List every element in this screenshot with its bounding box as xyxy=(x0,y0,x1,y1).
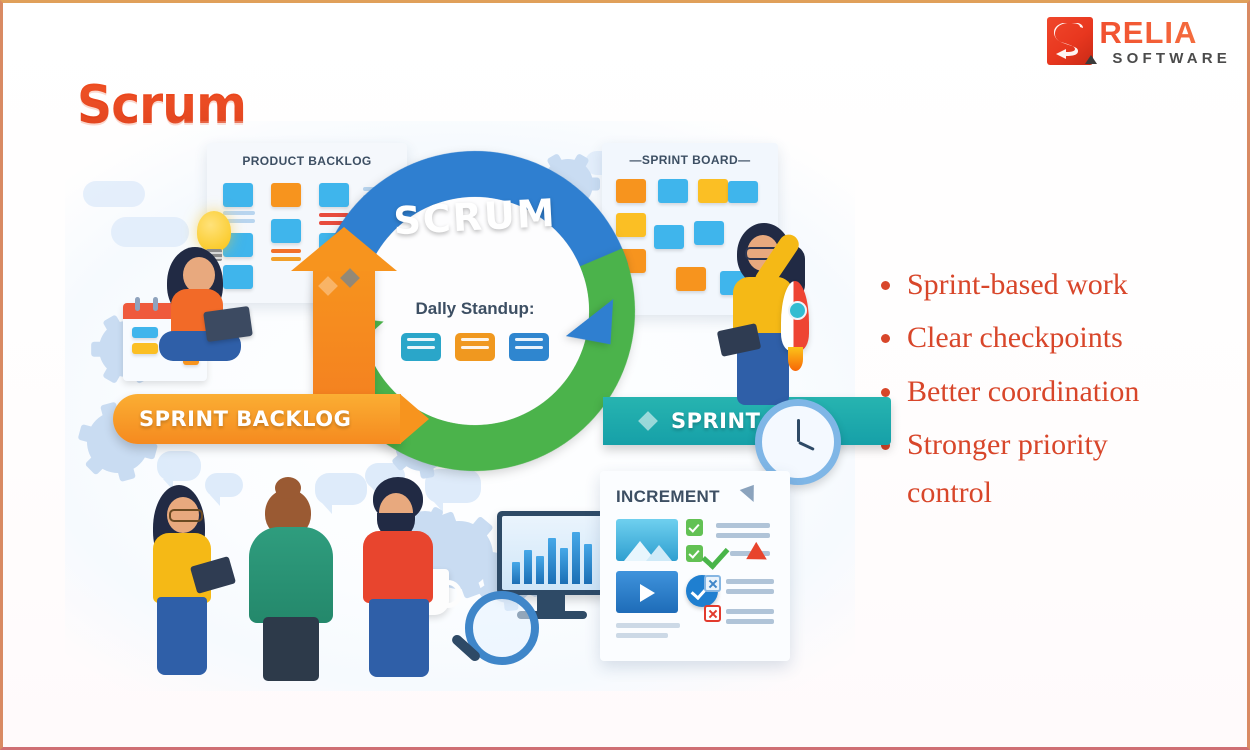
team-member-red-shirt xyxy=(351,473,451,679)
chat-bubble-icon xyxy=(509,333,549,361)
sprint-banner: SPRINT xyxy=(603,397,891,445)
image-thumbnail xyxy=(616,519,678,561)
sticky-note xyxy=(676,267,706,291)
sticky-note xyxy=(728,181,758,203)
text-line xyxy=(271,249,301,253)
checkmark-icon xyxy=(701,541,730,570)
relia-software-logo: RELIA SOFTWARE xyxy=(1047,17,1231,66)
sticky-note xyxy=(658,179,688,203)
sticky-note xyxy=(616,249,646,273)
product-backlog-title: PRODUCT BACKLOG xyxy=(242,154,372,168)
red-arrow-icon xyxy=(746,541,772,569)
sprint-backlog-banner: SPRINT BACKLOG xyxy=(113,394,429,444)
text-line xyxy=(616,633,668,638)
sticky-note xyxy=(319,183,349,207)
video-thumbnail xyxy=(616,571,678,613)
text-line xyxy=(726,619,774,624)
logo-primary-text: RELIA xyxy=(1099,17,1231,48)
list-item: Sprint-based work xyxy=(869,261,1199,308)
sticky-note xyxy=(694,221,724,245)
person-legs xyxy=(263,617,319,681)
speech-bubble-icon xyxy=(205,473,243,506)
magnifier-icon xyxy=(465,591,539,665)
checkbox-checked[interactable] xyxy=(686,545,703,562)
lightbulb-icon xyxy=(197,211,231,261)
sticky-note xyxy=(616,179,646,203)
text-line xyxy=(726,579,774,584)
laptop-icon xyxy=(203,305,253,343)
gear-icon xyxy=(536,153,600,215)
logo-wordmark: RELIA SOFTWARE xyxy=(1099,17,1231,66)
text-line xyxy=(726,589,774,594)
list-item: Stronger priority control xyxy=(869,421,1199,516)
person-legs xyxy=(369,599,429,677)
checkbox-crossed[interactable] xyxy=(704,575,721,592)
team-member-green-hoodie xyxy=(239,477,343,681)
text-line xyxy=(319,213,349,217)
sprint-backlog-arrow xyxy=(291,227,397,413)
text-line xyxy=(223,219,255,223)
relia-logo-mark xyxy=(1047,17,1098,65)
text-line xyxy=(726,609,774,614)
glasses-icon xyxy=(169,509,203,522)
text-line xyxy=(223,211,255,215)
list-item: Better coordination xyxy=(869,368,1199,415)
monitor-chart-icon xyxy=(497,511,607,595)
text-line xyxy=(363,187,395,191)
sprint-label: SPRINT xyxy=(671,409,761,433)
logo-mark-swoosh-icon xyxy=(1054,23,1084,59)
benefits-list: Sprint-based work Clear checkpoints Bett… xyxy=(869,261,1199,522)
logo-mark-triangle xyxy=(1085,55,1098,64)
sticky-note xyxy=(654,225,684,249)
text-line xyxy=(363,195,395,199)
text-line xyxy=(716,533,770,538)
sticky-note xyxy=(223,265,253,289)
chat-bubble-icon xyxy=(455,333,495,361)
speech-bubble-icon xyxy=(315,473,367,514)
text-line xyxy=(730,551,770,556)
speech-bubble-icon xyxy=(157,451,201,490)
increment-title: INCREMENT xyxy=(616,487,720,506)
scrum-cycle-center xyxy=(361,197,589,425)
chat-bubble-icon xyxy=(401,333,441,361)
benefits-list-items: Sprint-based work Clear checkpoints Bett… xyxy=(869,261,1199,516)
rocket-icon xyxy=(775,281,815,373)
woman-with-laptop xyxy=(93,163,253,381)
cloud-shape xyxy=(111,217,189,247)
checkbox-error[interactable] xyxy=(704,605,721,622)
person-legs xyxy=(157,597,207,675)
monitor-stand xyxy=(537,595,565,611)
sticky-note xyxy=(271,183,301,207)
checkbox-checked[interactable] xyxy=(686,519,703,536)
text-line xyxy=(716,523,770,528)
sticky-note xyxy=(698,179,728,203)
sprint-backlog-label: SPRINT BACKLOG xyxy=(139,407,352,431)
person-head xyxy=(183,257,215,293)
text-line xyxy=(319,221,349,225)
cloud-shape xyxy=(83,181,145,207)
text-line xyxy=(271,257,301,261)
standup-chat-bubbles xyxy=(315,333,635,361)
text-line xyxy=(616,623,680,628)
scrum-cycle-diagram: SCRUM xyxy=(258,94,692,528)
monitor-base xyxy=(517,611,587,619)
sticky-note xyxy=(223,183,253,207)
person-head xyxy=(167,497,199,533)
list-item: Clear checkpoints xyxy=(869,314,1199,361)
increment-panel: INCREMENT xyxy=(600,471,790,661)
daily-standup-group: Dally Standup: xyxy=(315,151,635,361)
sticky-note xyxy=(616,213,646,237)
alarm-clock-icon xyxy=(755,399,841,485)
sprint-board-title: —SPRINT BOARD— xyxy=(629,153,751,167)
diamond-decor xyxy=(638,411,658,431)
person-torso xyxy=(363,531,433,603)
person-bun xyxy=(275,477,301,499)
daily-standup-label: Dally Standup: xyxy=(415,299,535,318)
logo-secondary-text: SOFTWARE xyxy=(1112,50,1231,67)
team-member-with-tablet xyxy=(139,479,237,679)
scrum-illustration: PRODUCT BACKLOG —SPRINT BOARD— xyxy=(65,94,891,691)
person-torso xyxy=(249,527,333,623)
